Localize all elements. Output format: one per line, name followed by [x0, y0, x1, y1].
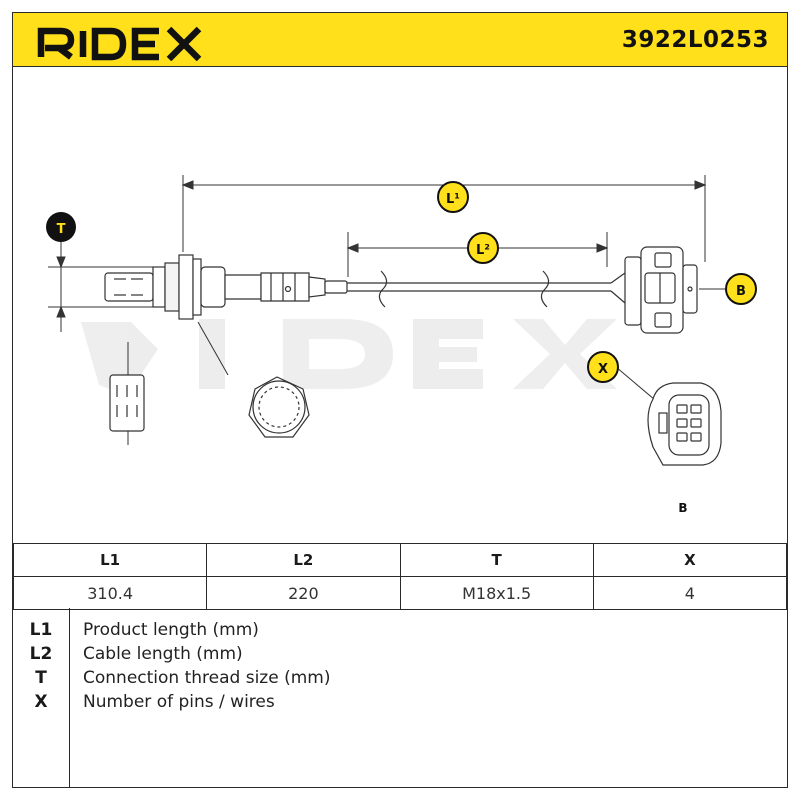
spec-header-x: X [592, 543, 788, 577]
ridex-logo [37, 26, 202, 61]
spec-header-t: T [399, 543, 594, 577]
callout-x-label: X [598, 362, 608, 377]
connector [624, 246, 698, 334]
connector-face-view [615, 366, 722, 466]
spec-value-l2: 220 [206, 576, 401, 610]
spec-value-x: 4 [592, 576, 788, 610]
legend-desc: Connection thread size (mm) [83, 668, 331, 688]
callout-l1: L¹ [437, 181, 469, 213]
legend-desc: Number of pins / wires [83, 692, 275, 712]
legend-key: T [35, 668, 47, 688]
sensor-technical-drawing: T L¹ L² B X B [46, 175, 757, 515]
sensor-cable [347, 270, 626, 308]
legend: L1 Product length (mm) L2 Cable length (… [13, 608, 787, 788]
part-number: 3922L0253 [621, 27, 769, 53]
sensor-tip-view [109, 342, 145, 445]
dimension-t [48, 237, 173, 332]
spec-value-row: 310.4 220 M18x1.5 4 [12, 576, 788, 610]
spec-table: L1 L2 T X 310.4 220 M18x1.5 4 [12, 543, 788, 610]
legend-row: L1 Product length (mm) [13, 618, 787, 642]
callout-x: X [587, 351, 619, 383]
thread-hex-view [248, 376, 310, 438]
callout-l1-label: L¹ [446, 192, 460, 207]
leader-line [197, 321, 229, 376]
spec-header-l2: L2 [206, 543, 401, 577]
callout-l2: L² [467, 232, 499, 264]
spec-value-l1: 310.4 [12, 576, 208, 610]
legend-row: L2 Cable length (mm) [13, 642, 787, 666]
callout-l2-label: L² [476, 243, 490, 258]
callout-b-label: B [736, 284, 746, 299]
legend-key: L2 [29, 644, 53, 664]
product-sheet: 3922L0253 [12, 12, 788, 788]
spec-header-row: L1 L2 T X [12, 543, 788, 577]
spec-header-l1: L1 [12, 543, 208, 577]
legend-desc: Product length (mm) [83, 620, 259, 640]
legend-key: X [34, 692, 48, 712]
header-bar: 3922L0253 [13, 13, 787, 67]
legend-row: T Connection thread size (mm) [13, 666, 787, 690]
callout-t: T [46, 212, 76, 242]
legend-divider [69, 608, 70, 788]
ridex-watermark [81, 319, 617, 389]
legend-key: L1 [29, 620, 53, 640]
connector-caption: B [678, 501, 687, 515]
callout-b: B [725, 273, 757, 305]
legend-row: X Number of pins / wires [13, 690, 787, 714]
oxygen-sensor [104, 254, 348, 320]
spec-value-t: M18x1.5 [399, 576, 594, 610]
callout-t-label: T [57, 222, 66, 237]
legend-desc: Cable length (mm) [83, 644, 243, 664]
